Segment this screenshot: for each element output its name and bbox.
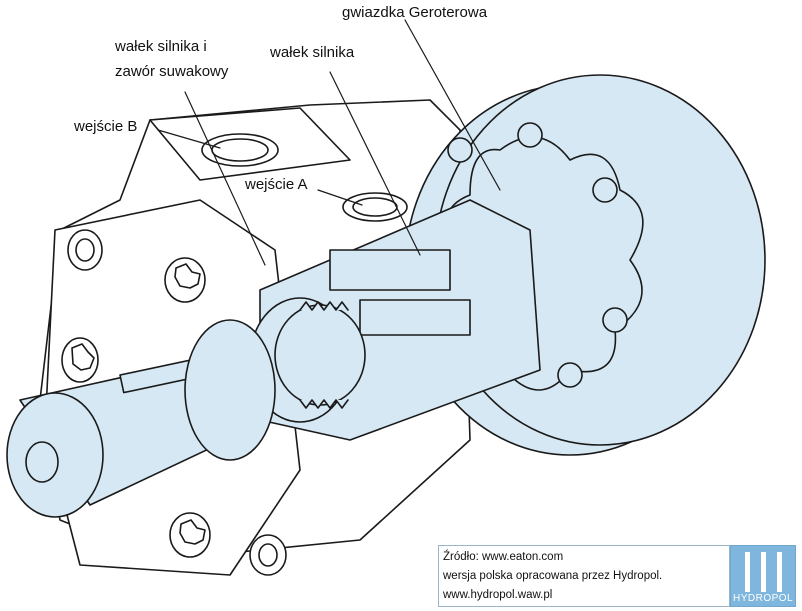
output-shaft	[6, 319, 276, 518]
spline-section	[274, 301, 366, 409]
shaft-and-spool-label-line2: zawór suwakowy	[115, 63, 229, 80]
port-openings	[201, 133, 408, 222]
flange-bolt-holes	[61, 229, 287, 576]
port-b-label: wejście B	[74, 118, 138, 135]
source-note: Źródło: www.eaton.com wersja polska opra…	[438, 545, 730, 607]
motor-shaft-label: wałek silnika	[270, 44, 355, 61]
gerotor-star-label: gwiazdka Geroterowa	[342, 4, 488, 21]
shaft-and-spool-label-line1: wałek silnika i	[115, 38, 207, 55]
leader-lines	[157, 19, 501, 266]
hydropol-logo: HYDROPOL	[730, 545, 796, 607]
port-a-label: wejście A	[245, 176, 308, 193]
source-line: Źródło: www.eaton.com	[443, 551, 564, 563]
source-link: www.hydropol.waw.pl	[443, 589, 553, 601]
source-line: wersja polska opracowana przez Hydropol.	[443, 570, 663, 582]
logo-text: HYDROPOL	[733, 593, 794, 604]
